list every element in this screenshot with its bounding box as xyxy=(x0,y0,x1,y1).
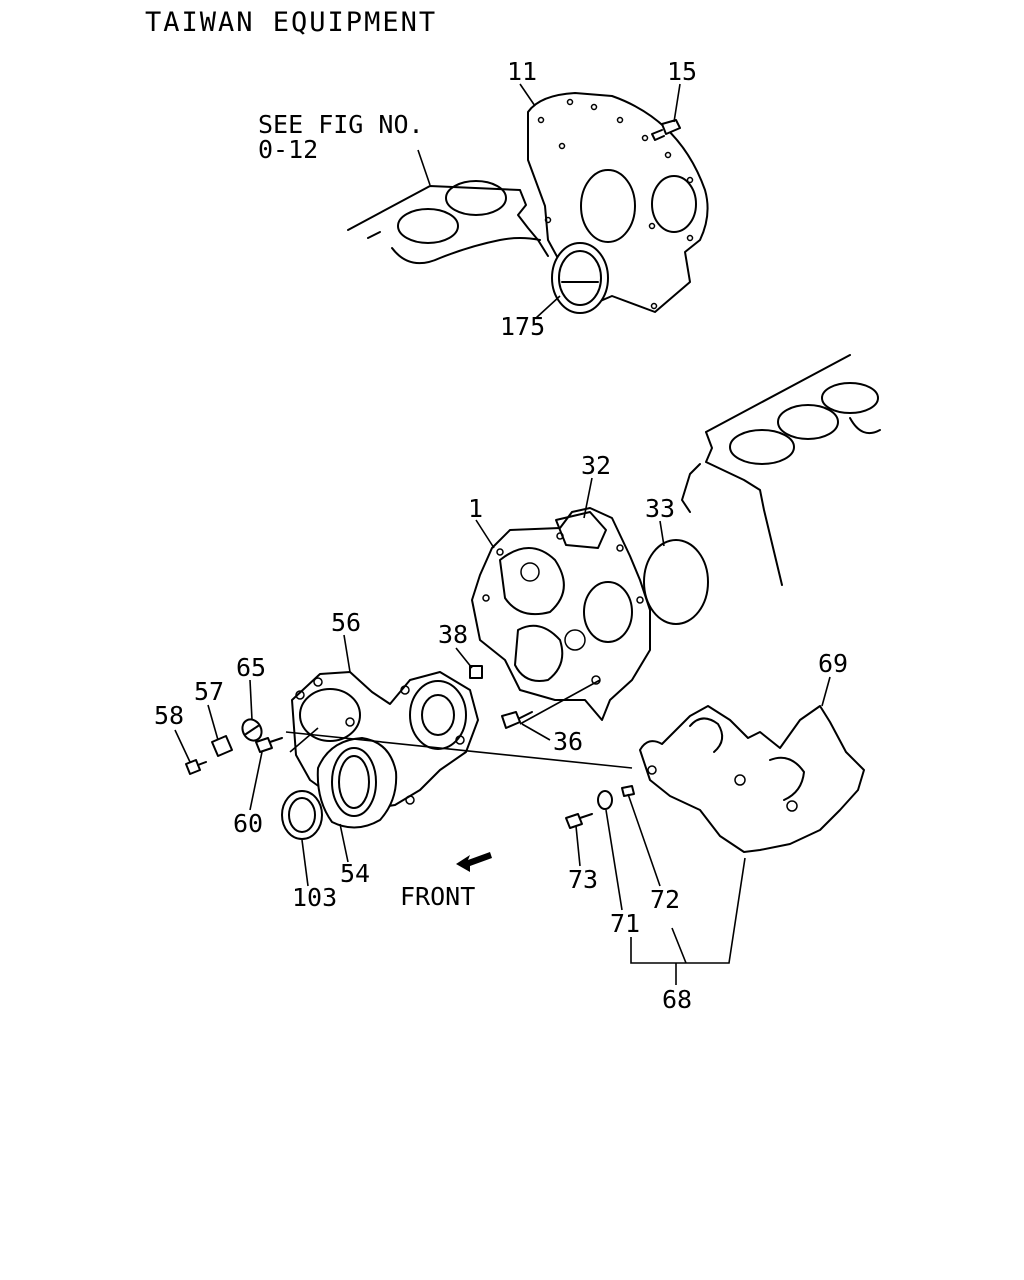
callout-1: 1 xyxy=(468,494,483,523)
bolt-36 xyxy=(501,711,533,729)
assembly-line xyxy=(289,727,319,753)
front-direction-label: FRONT xyxy=(400,882,475,911)
assembly-line xyxy=(285,731,633,769)
leader-15 xyxy=(673,83,681,123)
leader-1 xyxy=(475,519,495,549)
cylinder-block-lower xyxy=(681,354,881,586)
timing-cover-69 xyxy=(639,705,865,853)
bolt-73 xyxy=(565,813,593,829)
washer-71 xyxy=(597,790,613,810)
callout-69: 69 xyxy=(818,649,848,678)
callout-72: 72 xyxy=(650,885,680,914)
leader-54 xyxy=(339,823,349,863)
leader-73 xyxy=(575,825,581,867)
leader-175 xyxy=(535,295,561,319)
callout-57: 57 xyxy=(194,677,224,706)
gasket-65 xyxy=(241,718,263,742)
callout-11: 11 xyxy=(507,57,537,86)
reference-leader xyxy=(417,149,431,186)
callout-73: 73 xyxy=(568,865,598,894)
oil-seal-103 xyxy=(281,790,323,840)
callout-65: 65 xyxy=(236,653,266,682)
seal-housing xyxy=(316,737,398,829)
assembly-line xyxy=(519,679,601,725)
page-title: TAIWAN EQUIPMENT xyxy=(145,7,437,38)
leader-11 xyxy=(519,83,536,107)
callout-58: 58 xyxy=(154,701,184,730)
leader-69 xyxy=(821,676,831,707)
leader-38 xyxy=(455,647,473,669)
leader-103 xyxy=(301,839,309,887)
timing-gear-case xyxy=(471,507,651,721)
callout-103: 103 xyxy=(292,883,337,912)
callout-36: 36 xyxy=(553,727,583,756)
callout-71: 71 xyxy=(610,909,640,938)
reference-note-line1: SEE FIG NO. xyxy=(258,110,424,139)
leader-33 xyxy=(659,520,665,547)
leader-36 xyxy=(521,723,551,741)
callout-68: 68 xyxy=(662,985,692,1014)
assembly-bracket-68 xyxy=(630,857,746,985)
reference-note-line2: 0-12 xyxy=(258,135,318,164)
bolt-60 xyxy=(255,737,283,753)
oil-seal-175 xyxy=(551,242,609,314)
leader-72 xyxy=(627,793,661,887)
bolt-15 xyxy=(651,119,681,141)
front-arrow-icon xyxy=(456,852,492,872)
callout-33: 33 xyxy=(645,494,675,523)
bolt-58 xyxy=(185,759,207,775)
callout-56: 56 xyxy=(331,608,361,637)
callout-15: 15 xyxy=(667,57,697,86)
callout-32: 32 xyxy=(581,451,611,480)
o-ring-33 xyxy=(643,539,709,625)
leader-32 xyxy=(583,477,593,519)
callout-54: 54 xyxy=(340,859,370,888)
callout-38: 38 xyxy=(438,620,468,649)
leader-57 xyxy=(207,704,219,741)
leader-71 xyxy=(605,809,623,911)
pin-72 xyxy=(621,785,635,797)
cylinder-block-upper xyxy=(347,180,549,265)
dowel-pin-38 xyxy=(469,665,483,679)
leader-58 xyxy=(174,729,191,763)
callout-60: 60 xyxy=(233,809,263,838)
cover-57 xyxy=(211,735,233,757)
leader-56 xyxy=(343,634,351,673)
leader-65 xyxy=(249,679,253,721)
leader-60 xyxy=(249,751,263,811)
